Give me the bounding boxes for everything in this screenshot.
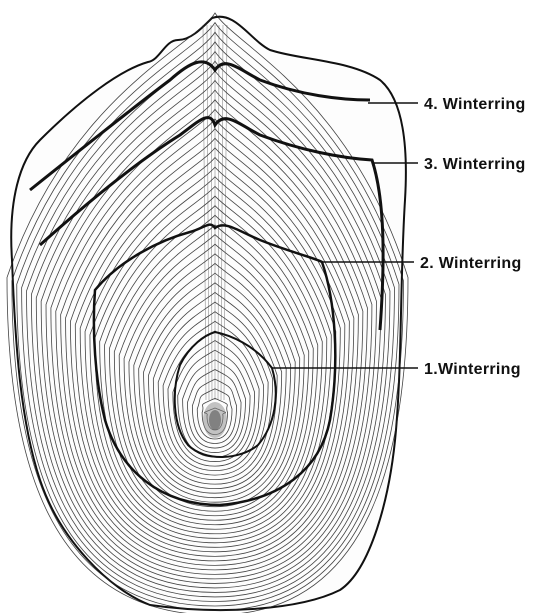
label-winterring-4: 4. Winterring xyxy=(424,96,526,113)
scale-focus xyxy=(203,402,227,438)
label-winterring-3: 3. Winterring xyxy=(424,156,526,173)
label-winterring-2: 2. Winterring xyxy=(420,255,522,272)
label-winterring-1: 1.Winterring xyxy=(424,361,521,378)
